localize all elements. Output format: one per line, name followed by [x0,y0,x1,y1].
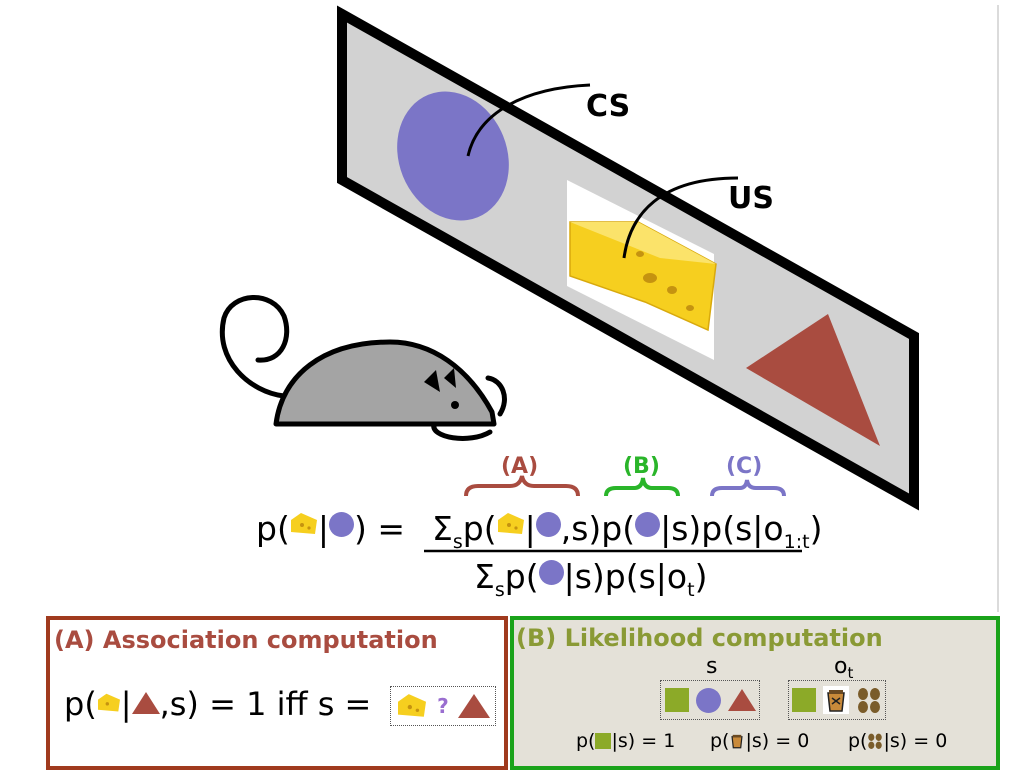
conditioning-scene: CS US (A) (B) (C) [219,5,999,612]
panel-likelihood: (B) Likelihood computation s ot p(|s) = … [510,616,1000,770]
blue-circle-icon [535,512,561,537]
panel-b-title: (B) Likelihood computation [516,624,883,652]
likelihood-p3: p(|s) = 0 [848,730,948,752]
us-label: US [728,181,774,216]
brace-c [710,479,786,497]
cup-icon [822,686,849,714]
brace-a [464,475,580,497]
mouse-eye [451,401,459,409]
cheese-icon [97,692,121,714]
mouse-figure [219,295,507,441]
likelihood-p2: p(|s) = 0 [710,730,810,752]
blue-circle-icon [538,560,564,585]
triangle-icon [727,689,756,711]
equation-numerator: Σsp(|,s)p(|s)p(s|o1:t) [432,509,823,553]
blue-circle-icon [635,512,661,537]
label-c: (C) [726,454,762,479]
s-label: s [706,654,718,679]
brace-b [604,477,680,497]
blue-circle-icon [695,687,721,713]
us-pointer-line [622,176,739,259]
green-square-icon [792,688,817,712]
green-square-icon [664,688,689,712]
cheese-icon [396,692,428,720]
question-mark: ? [437,694,449,718]
observation-box [788,680,886,720]
label-b: (B) [623,454,660,479]
cs-pointer-line [466,83,591,157]
blue-circle-icon [328,512,354,537]
o-label: ot [834,654,854,682]
green-square-icon [595,732,612,749]
likelihood-p1: p(|s) = 1 [576,730,676,752]
mouse-ear [424,370,440,392]
triangle-stimulus [746,314,880,446]
beans-icon [856,686,882,714]
panel-a-formula: p(|,s) = 1 iff s = [64,685,372,723]
cup-icon [729,732,745,750]
equation-denominator: Σsp(|s)p(s|ot) [474,557,708,601]
beans-icon [867,732,883,750]
mouse-body [273,339,497,427]
panel-a-state-box: ? [390,686,496,726]
mouse-whisker [485,375,507,417]
triangle-icon [458,694,491,718]
state-box [660,680,760,720]
equation-lhs: p(|) = [256,509,405,548]
mouse-tail [219,295,290,399]
triangle-icon [131,692,160,714]
cheese-icon [497,511,525,537]
cheese-icon [290,511,318,537]
cs-stimulus-circle [397,91,509,221]
cheese-icon [569,221,717,332]
cs-label: CS [586,89,630,124]
panel-association: (A) Association computation p(|,s) = 1 i… [46,616,508,770]
panel-a-title: (A) Association computation [54,626,438,654]
label-a: (A) [501,454,538,479]
